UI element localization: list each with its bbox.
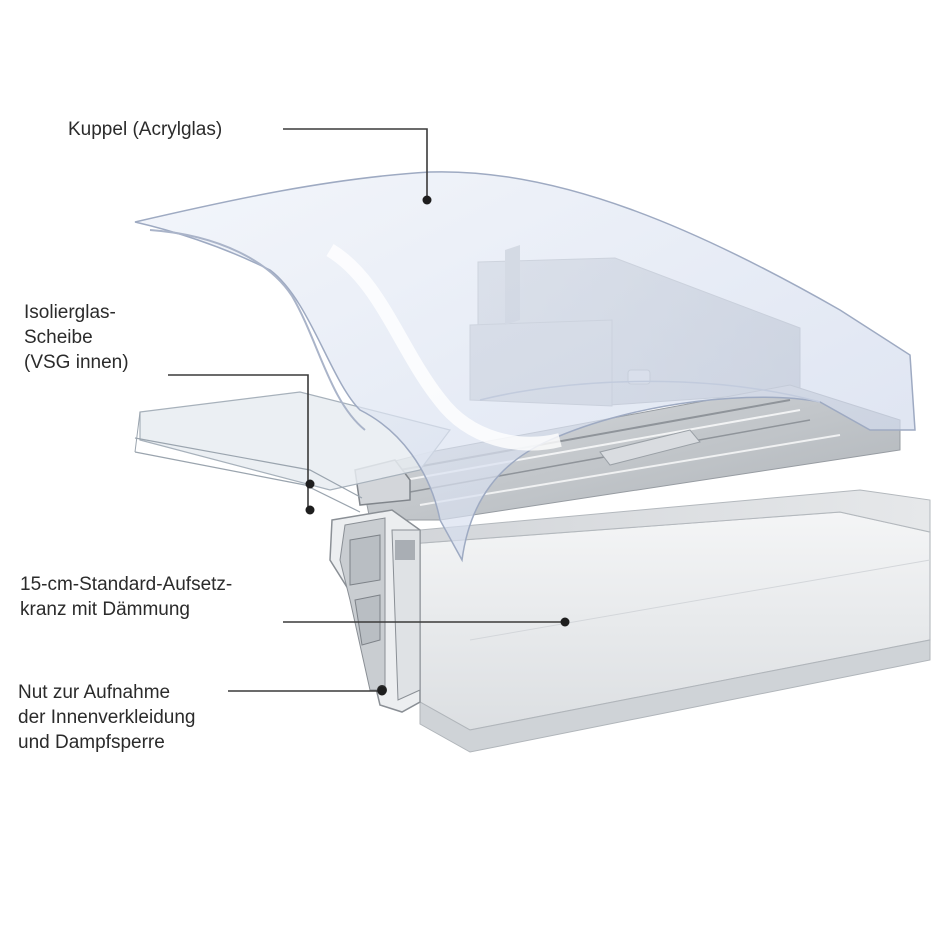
label-isolierglas-line-2: Scheibe xyxy=(24,327,93,348)
label-aufsetzkranz-line-2: kranz mit Dämmung xyxy=(20,599,190,620)
leader-isolierglas xyxy=(168,374,309,510)
label-isolierglas: Isolierglas- Scheibe (VSG innen) xyxy=(24,300,129,375)
label-nut-line-1: Nut zur Aufnahme xyxy=(18,682,171,703)
dot-kuppel xyxy=(422,195,432,205)
label-kuppel: Kuppel (Acrylglas) xyxy=(68,117,222,142)
label-kuppel-line-1: Kuppel (Acrylglas) xyxy=(68,119,223,140)
label-nut: Nut zur Aufnahme der Innenverkleidung un… xyxy=(18,680,195,755)
label-aufsetzkranz: 15-cm-Standard-Aufsetz- kranz mit Dämmun… xyxy=(20,572,232,622)
label-aufsetzkranz-line-1: 15-cm-Standard-Aufsetz- xyxy=(20,574,233,595)
label-nut-line-3: und Dampfsperre xyxy=(18,732,165,753)
leader-kuppel xyxy=(283,128,428,200)
dot-nut xyxy=(377,686,387,696)
label-isolierglas-line-1: Isolierglas- xyxy=(24,302,116,323)
label-isolierglas-line-3: (VSG innen) xyxy=(24,352,129,373)
dot-kranz xyxy=(560,617,570,627)
dot-isolierglas-1 xyxy=(305,479,315,489)
acrylic-dome xyxy=(134,171,916,563)
dot-isolierglas-2 xyxy=(305,505,315,515)
profile-cross-section xyxy=(329,459,421,713)
leader-lines xyxy=(168,128,565,692)
leader-dots xyxy=(305,195,570,696)
label-nut-line-2: der Innenverkleidung xyxy=(18,707,196,728)
curb-body xyxy=(394,489,931,753)
